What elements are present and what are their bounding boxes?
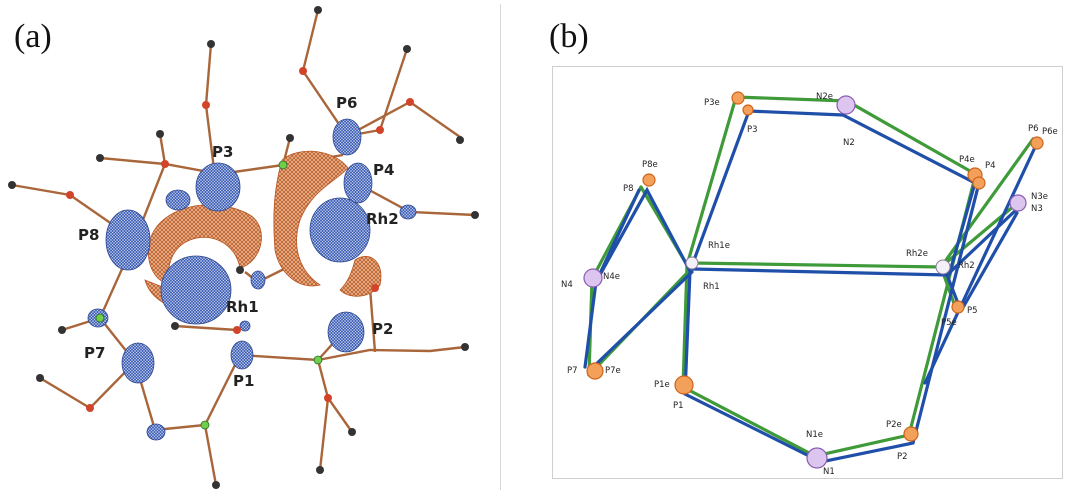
label-b-p1e: P1e	[654, 380, 670, 390]
label-b-p7: P7	[567, 366, 578, 376]
label-b-n3e: N3e	[1031, 192, 1048, 202]
label-b-rh2: Rh2	[958, 261, 975, 271]
label-b-n2e: N2e	[816, 92, 833, 102]
panel-b-frame: P3e P3 N2e N2 P6 P6e P8e P8 P4e P4 N3e N…	[552, 66, 1063, 479]
label-b-n1: N1	[823, 467, 835, 477]
label-b-n1e: N1e	[806, 430, 823, 440]
label-b-p3: P3	[747, 125, 758, 135]
nitrogen-atoms	[95, 160, 323, 430]
nitrogen-atoms-b	[583, 95, 1027, 469]
oxygen-atoms	[66, 67, 414, 412]
label-b-rh2e: Rh2e	[906, 249, 928, 259]
label-b-rh1: Rh1	[703, 282, 720, 292]
label-b-p2: P2	[897, 452, 908, 462]
label-p1: P1	[233, 372, 254, 390]
label-b-p3e: P3e	[704, 98, 720, 108]
rhodium-atoms	[685, 256, 951, 275]
label-p7: P7	[84, 344, 105, 362]
label-b-p4: P4	[985, 161, 996, 171]
label-b-rh1e: Rh1e	[708, 241, 730, 251]
orbital-blue-lobes	[87, 118, 417, 441]
phosphorus-atoms	[586, 91, 1044, 442]
label-b-p2e: P2e	[886, 420, 902, 430]
label-b-p4e: P4e	[959, 155, 975, 165]
panel-b-label: (b)	[549, 18, 589, 55]
label-b-n3: N3	[1031, 204, 1043, 214]
label-b-p6e: P6e	[1042, 127, 1058, 137]
skeleton-green	[587, 95, 1035, 458]
carbon-atoms	[8, 6, 479, 489]
panel-a-structure: P3 P6 P4 Rh2 P8 Rh1 P2 P7 P1	[8, 6, 479, 489]
label-b-p5: P5	[967, 306, 978, 316]
label-rh1: Rh1	[226, 298, 259, 316]
label-p2: P2	[372, 320, 393, 338]
label-p4: P4	[373, 161, 394, 179]
label-p6: P6	[336, 94, 357, 112]
label-b-n4e: N4e	[603, 272, 620, 282]
label-p8: P8	[78, 226, 99, 244]
label-b-p7e: P7e	[605, 366, 621, 376]
label-p3: P3	[212, 143, 233, 161]
label-b-p5e: P5e	[941, 318, 957, 328]
label-b-n4: N4	[561, 280, 573, 290]
panel-b-skeleton: P3e P3 N2e N2 P6 P6e P8e P8 P4e P4 N3e N…	[561, 91, 1058, 477]
label-rh2: Rh2	[366, 210, 399, 228]
panel-divider	[500, 4, 501, 490]
label-b-p8: P8	[623, 184, 634, 194]
label-b-p1: P1	[673, 401, 684, 411]
panel-a-label: (a)	[14, 18, 52, 55]
label-b-n2: N2	[843, 138, 855, 148]
label-b-p6: P6	[1028, 124, 1039, 134]
label-b-p8e: P8e	[642, 160, 658, 170]
